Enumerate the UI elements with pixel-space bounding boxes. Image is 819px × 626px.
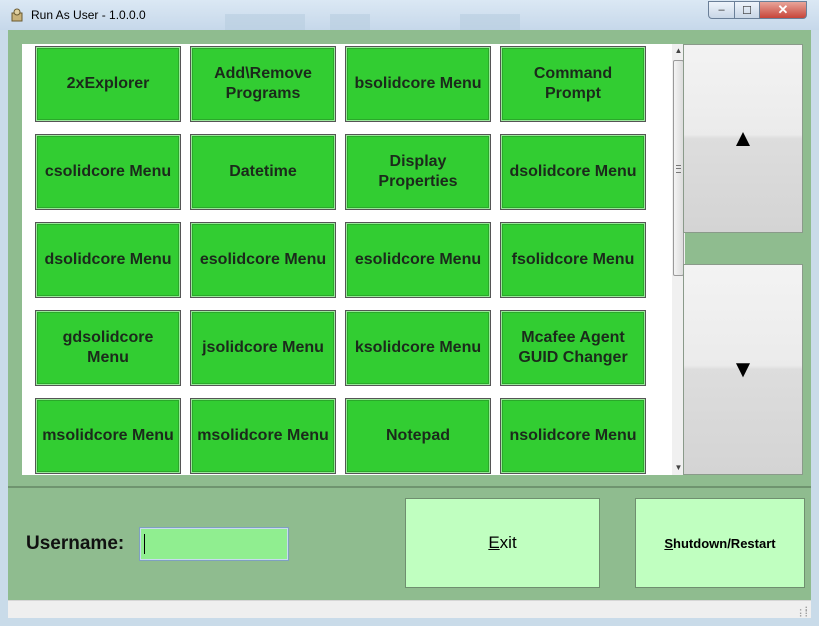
- app-tile[interactable]: gdsolidcore Menu: [35, 310, 181, 386]
- username-input[interactable]: [139, 527, 289, 561]
- app-tile[interactable]: esolidcore Menu: [345, 222, 491, 298]
- arrow-down-icon: ▼: [731, 355, 755, 383]
- app-tile[interactable]: fsolidcore Menu: [500, 222, 646, 298]
- app-tile[interactable]: Mcafee Agent GUID Changer: [500, 310, 646, 386]
- app-tile[interactable]: Add\Remove Programs: [190, 46, 336, 122]
- close-button[interactable]: ✕: [759, 1, 807, 19]
- maximize-button[interactable]: ☐: [734, 1, 760, 19]
- app-tile[interactable]: msolidcore Menu: [190, 398, 336, 474]
- minimize-button[interactable]: –: [708, 1, 735, 19]
- app-tile[interactable]: msolidcore Menu: [35, 398, 181, 474]
- app-icon: [11, 8, 23, 22]
- title-bar: Run As User - 1.0.0.0 – ☐ ✕: [0, 0, 819, 30]
- background-window-strip: [225, 14, 305, 30]
- scrollbar-up-arrow[interactable]: ▲: [674, 46, 683, 55]
- app-tile[interactable]: esolidcore Menu: [190, 222, 336, 298]
- shutdown-restart-button-label: Shutdown/Restart: [664, 535, 776, 551]
- shutdown-restart-button[interactable]: Shutdown/Restart: [635, 498, 805, 588]
- section-divider: [8, 486, 811, 488]
- app-tile[interactable]: Notepad: [345, 398, 491, 474]
- app-tile[interactable]: Display Properties: [345, 134, 491, 210]
- scrollbar-down-arrow[interactable]: ▼: [674, 463, 683, 472]
- exit-button-label: Exit: [488, 533, 517, 552]
- window-title: Run As User - 1.0.0.0: [31, 8, 146, 22]
- arrow-up-icon: ▲: [731, 124, 755, 152]
- app-tile[interactable]: dsolidcore Menu: [35, 222, 181, 298]
- app-tile[interactable]: nsolidcore Menu: [500, 398, 646, 474]
- resize-grip-icon[interactable]: ⠠⠰⠰⠸: [796, 603, 808, 619]
- app-tile[interactable]: Command Prompt: [500, 46, 646, 122]
- app-tile[interactable]: dsolidcore Menu: [500, 134, 646, 210]
- app-tile[interactable]: 2xExplorer: [35, 46, 181, 122]
- background-window-strip: [460, 14, 520, 30]
- app-tile[interactable]: Datetime: [190, 134, 336, 210]
- scroll-up-button[interactable]: ▲: [683, 44, 803, 233]
- background-window-strip: [330, 14, 370, 30]
- exit-button[interactable]: Exit: [405, 498, 600, 588]
- app-tile[interactable]: bsolidcore Menu: [345, 46, 491, 122]
- app-tile[interactable]: jsolidcore Menu: [190, 310, 336, 386]
- grip-icon: [676, 165, 681, 173]
- window-frame-bottom: [0, 618, 819, 626]
- app-tile[interactable]: csolidcore Menu: [35, 134, 181, 210]
- username-label: Username:: [26, 533, 125, 554]
- app-tile[interactable]: ksolidcore Menu: [345, 310, 491, 386]
- status-bar: ⠠⠰⠰⠸: [8, 600, 811, 619]
- scroll-down-button[interactable]: ▼: [683, 264, 803, 475]
